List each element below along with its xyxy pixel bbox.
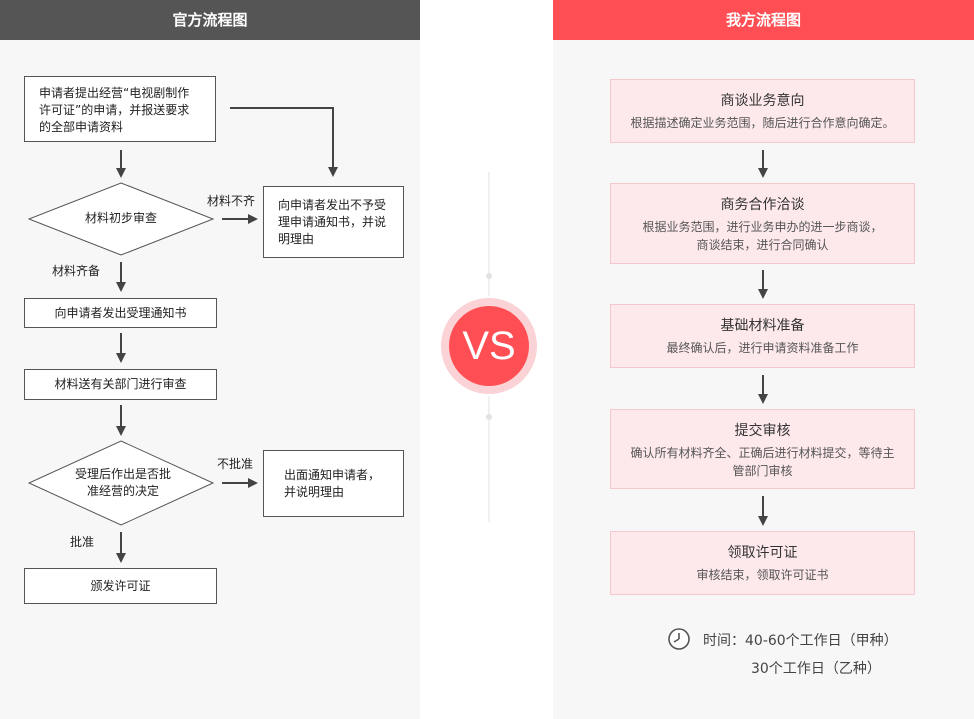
approved-label: 批准 <box>70 535 95 549</box>
not-approved-label: 不批准 <box>217 457 254 471</box>
accept-notice-box: 向申请者发出受理通知书 <box>24 298 217 328</box>
accept-notice-text: 向申请者发出受理通知书 <box>54 305 187 320</box>
deny-notice-box: 出面通知申请者，并说明理由 <box>263 450 404 517</box>
step-2-title: 商务合作洽谈 <box>720 197 805 213</box>
deny-notice-text: 出面通知申请者，并说明理由 <box>284 468 381 499</box>
step-3-desc: 最终确认后，进行申请资料准备工作 <box>666 341 859 355</box>
arrow-apply-to-reject <box>230 107 338 177</box>
step-5-title: 领取许可证 <box>727 545 798 561</box>
step-2-desc: 根据业务范围，进行业务申办的进一步商谈，商谈结束，进行合同确认 <box>642 220 883 252</box>
apply-box-text: 申请者提出经营“电视剧制作许可证”的申请，并报送要求的全部申请资料 <box>39 86 190 134</box>
step-2: 商务合作洽谈 根据业务范围，进行业务申办的进一步商谈，商谈结束，进行合同确认 <box>610 183 915 264</box>
review-box: 材料送有关部门进行审查 <box>24 369 217 400</box>
step-4-title: 提交审核 <box>734 423 791 439</box>
decision-diamond <box>27 440 215 526</box>
step-1: 商谈业务意向 根据描述确定业务范围，随后进行合作意向确定。 <box>610 79 915 143</box>
step-4: 提交审核 确认所有材料齐全、正确后进行材料提交，等待主管部门审核 <box>610 409 915 489</box>
issue-license-box: 颁发许可证 <box>24 568 217 604</box>
initial-review-label: 材料初步审查 <box>84 211 157 225</box>
vs-divider-dot-bottom <box>486 414 492 420</box>
step-1-title: 商谈业务意向 <box>720 93 805 109</box>
review-text: 材料送有关部门进行审查 <box>54 377 187 391</box>
step-3: 基础材料准备 最终确认后，进行申请资料准备工作 <box>610 304 915 368</box>
complete-label: 材料齐备 <box>52 264 101 278</box>
step-5: 领取许可证 审核结束，领取许可证书 <box>610 531 915 595</box>
clock-icon <box>668 628 690 650</box>
step-5-desc: 审核结束，领取许可证书 <box>696 568 829 582</box>
our-flowchart-header: 我方流程图 <box>553 0 974 40</box>
time-line-2: 30个工作日（乙种） <box>751 661 881 677</box>
vs-label: VS <box>449 306 529 386</box>
initial-review-diamond <box>27 182 215 256</box>
decision-label: 受理后作出是否批准经营的决定 <box>74 467 171 498</box>
issue-license-text: 颁发许可证 <box>90 578 151 593</box>
reject-notice-text: 向申请者发出不予受理申请通知书，并说明理由 <box>278 198 387 246</box>
official-flowchart-header: 官方流程图 <box>0 0 420 40</box>
vs-badge: VS <box>441 298 537 394</box>
apply-box: 申请者提出经营“电视剧制作许可证”的申请，并报送要求的全部申请资料 <box>24 76 216 142</box>
step-1-desc: 根据描述确定业务范围，随后进行合作意向确定。 <box>630 116 895 130</box>
step-4-desc: 确认所有材料齐全、正确后进行材料提交，等待主管部门审核 <box>630 446 895 478</box>
time-line-1: 时间：40-60个工作日（甲种） <box>703 633 898 649</box>
incomplete-label: 材料不齐 <box>207 194 256 208</box>
reject-notice-box: 向申请者发出不予受理申请通知书，并说明理由 <box>263 186 404 258</box>
step-3-title: 基础材料准备 <box>720 318 805 334</box>
vs-divider-dot-top <box>486 273 492 279</box>
